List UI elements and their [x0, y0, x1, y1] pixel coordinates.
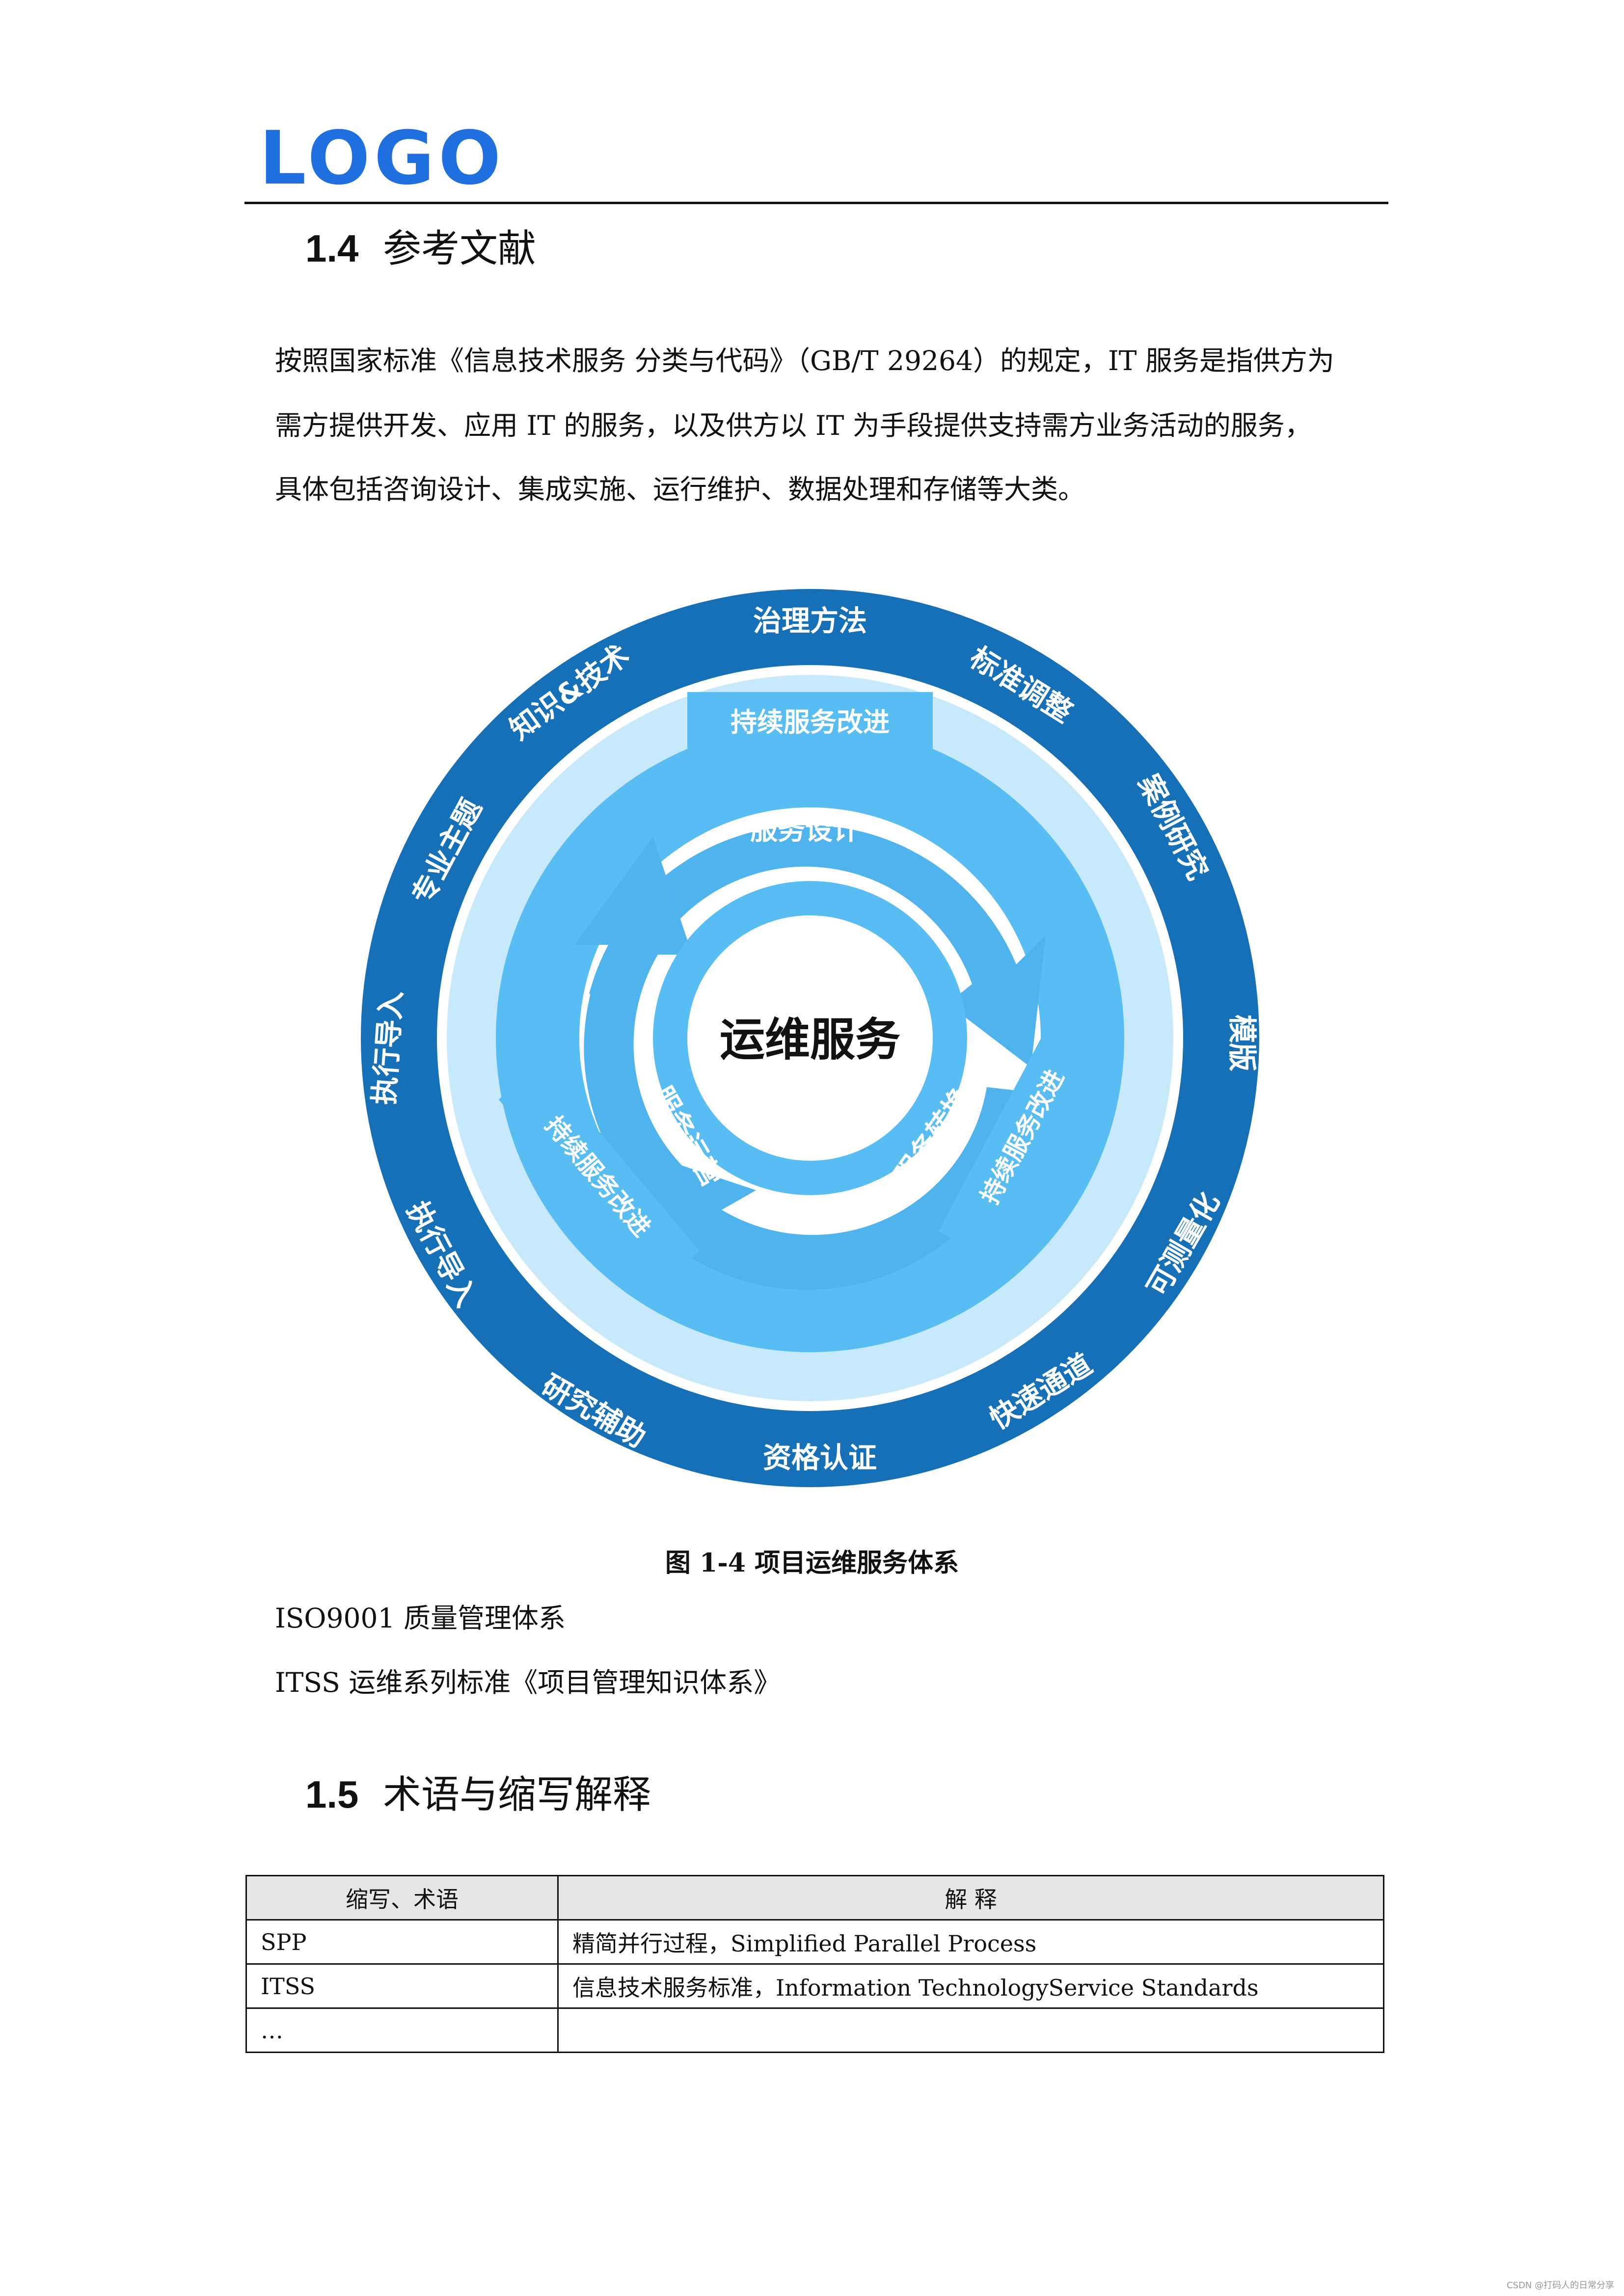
section-heading-1-4: 1.4 参考文献: [305, 224, 536, 273]
paragraph-line: 具体包括咨询设计、集成实施、运行维护、数据处理和存储等大类。: [275, 474, 1085, 505]
outer-label: 执行导入: [367, 990, 408, 1106]
logo: LOGO: [259, 116, 505, 201]
table-cell: SPP: [245, 1919, 559, 1965]
center-label: 运维服务: [720, 1014, 900, 1066]
table-row: SPP 精简并行过程，Simplified Parallel Process: [245, 1919, 1384, 1965]
table-cell: [557, 2007, 1384, 2053]
reference-item: ISO9001 质量管理体系: [275, 1602, 566, 1634]
table-row: ITSS 信息技术服务标准，Information TechnologyServ…: [245, 1963, 1384, 2009]
terms-table: 缩写、术语 解 释 SPP 精简并行过程，Simplified Parallel…: [245, 1875, 1384, 2053]
outer-label: 治理方法: [753, 604, 867, 638]
improvement-band-right: [938, 1015, 1104, 1258]
table-cell: ITSS: [245, 1963, 559, 2009]
service-design-label: 服务设计: [750, 814, 860, 846]
header-divider: [244, 202, 1388, 204]
improvement-band-top: [687, 692, 933, 748]
ops-service-diagram: 运维服务 持续服务改进 持续服务改进 持续服务改进 服务设计 服务转换 服务运营…: [361, 589, 1259, 1487]
table-cell: …: [245, 2007, 559, 2053]
service-design-arrow: [589, 825, 1046, 1068]
section-number: 1.4: [305, 227, 359, 270]
table-cell: 信息技术服务标准，Information TechnologyService S…: [557, 1963, 1384, 2009]
center-disc: [687, 915, 933, 1161]
table-header: 缩写、术语: [245, 1875, 559, 1921]
reference-item: ITSS 运维系列标准《项目管理知识体系》: [275, 1667, 781, 1698]
table-cell: 精简并行过程，Simplified Parallel Process: [557, 1919, 1384, 1965]
service-transition-arrow: [638, 1087, 1031, 1290]
table-header: 解 释: [557, 1875, 1384, 1921]
table-row: …: [245, 2007, 1384, 2053]
table-header-row: 缩写、术语 解 释: [245, 1875, 1384, 1921]
section-title: 术语与缩写解释: [383, 1773, 651, 1817]
paragraph-line: 需方提供开发、应用 IT 的服务，以及供方以 IT 为手段提供支持需方业务活动的…: [275, 410, 1312, 441]
paragraph-line: 按照国家标准《信息技术服务 分类与代码》（GB/T 29264）的规定，IT 服…: [275, 345, 1334, 376]
service-operation-arrow: [574, 837, 692, 1215]
improvement-label: 持续服务改进: [731, 707, 890, 738]
section-heading-1-5: 1.5 术语与缩写解释: [305, 1770, 651, 1819]
outer-label: 模版: [1225, 1015, 1259, 1071]
section-title: 参考文献: [383, 227, 537, 271]
outer-label: 资格认证: [763, 1441, 877, 1474]
figure-caption: 图 1-4 项目运维服务体系: [665, 1548, 959, 1578]
section-number: 1.5: [305, 1773, 359, 1816]
improvement-band-left: [498, 1063, 700, 1288]
watermark: CSDN @打码人的日常分享: [1506, 2280, 1614, 2291]
